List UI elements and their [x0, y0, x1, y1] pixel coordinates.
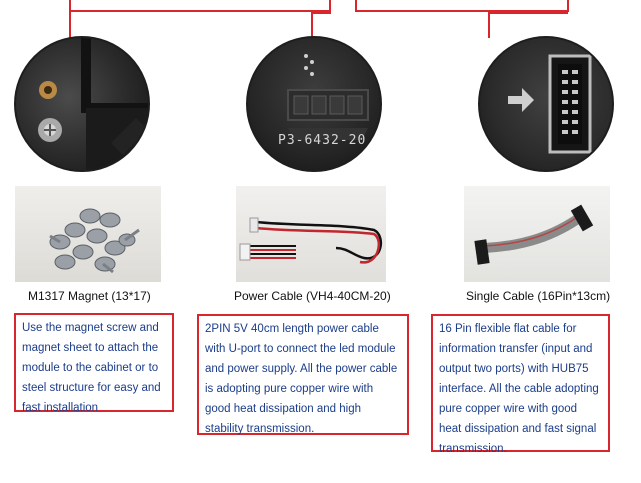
module-power-connector-closeup: P3-6432-20	[246, 36, 382, 172]
magnet-screw-icon	[38, 38, 148, 170]
module-magnet-closeup	[14, 36, 150, 172]
connector-line-vertical-4	[355, 0, 357, 12]
product-title-single-cable: Single Cable (16Pin*13cm)	[466, 289, 611, 303]
product-description-power-cable: 2PIN 5V 40cm length power cable with U-p…	[197, 314, 409, 435]
magnet-photo	[15, 186, 161, 282]
product-title-magnet: M1317 Magnet (13*17)	[28, 289, 151, 303]
connector-line-vertical-1	[69, 0, 71, 38]
connector-line-vertical-3	[311, 12, 313, 38]
connector-line-horizontal-4	[488, 12, 568, 14]
board-label: P3-6432-20	[278, 133, 367, 148]
module-hub75-connector-closeup	[478, 36, 614, 172]
connector-line-vertical-6	[488, 12, 490, 38]
product-description-magnet: Use the magnet screw and magnet sheet to…	[14, 313, 174, 414]
connector-line-horizontal-3	[355, 10, 569, 12]
power-connector-icon	[287, 54, 369, 140]
product-title-power-cable: Power Cable (VH4-40CM-20)	[234, 289, 391, 303]
product-description-single-cable: 16 Pin flexible flat cable for informati…	[431, 314, 610, 455]
connector-line-vertical-5	[567, 0, 569, 12]
single-cable-photo	[464, 186, 610, 282]
power-cable-photo	[236, 186, 386, 282]
connector-line-horizontal-2	[311, 12, 331, 14]
connector-line-vertical-2	[329, 0, 331, 12]
hub75-connector-icon	[508, 54, 592, 154]
connector-line-horizontal-1	[69, 10, 331, 12]
